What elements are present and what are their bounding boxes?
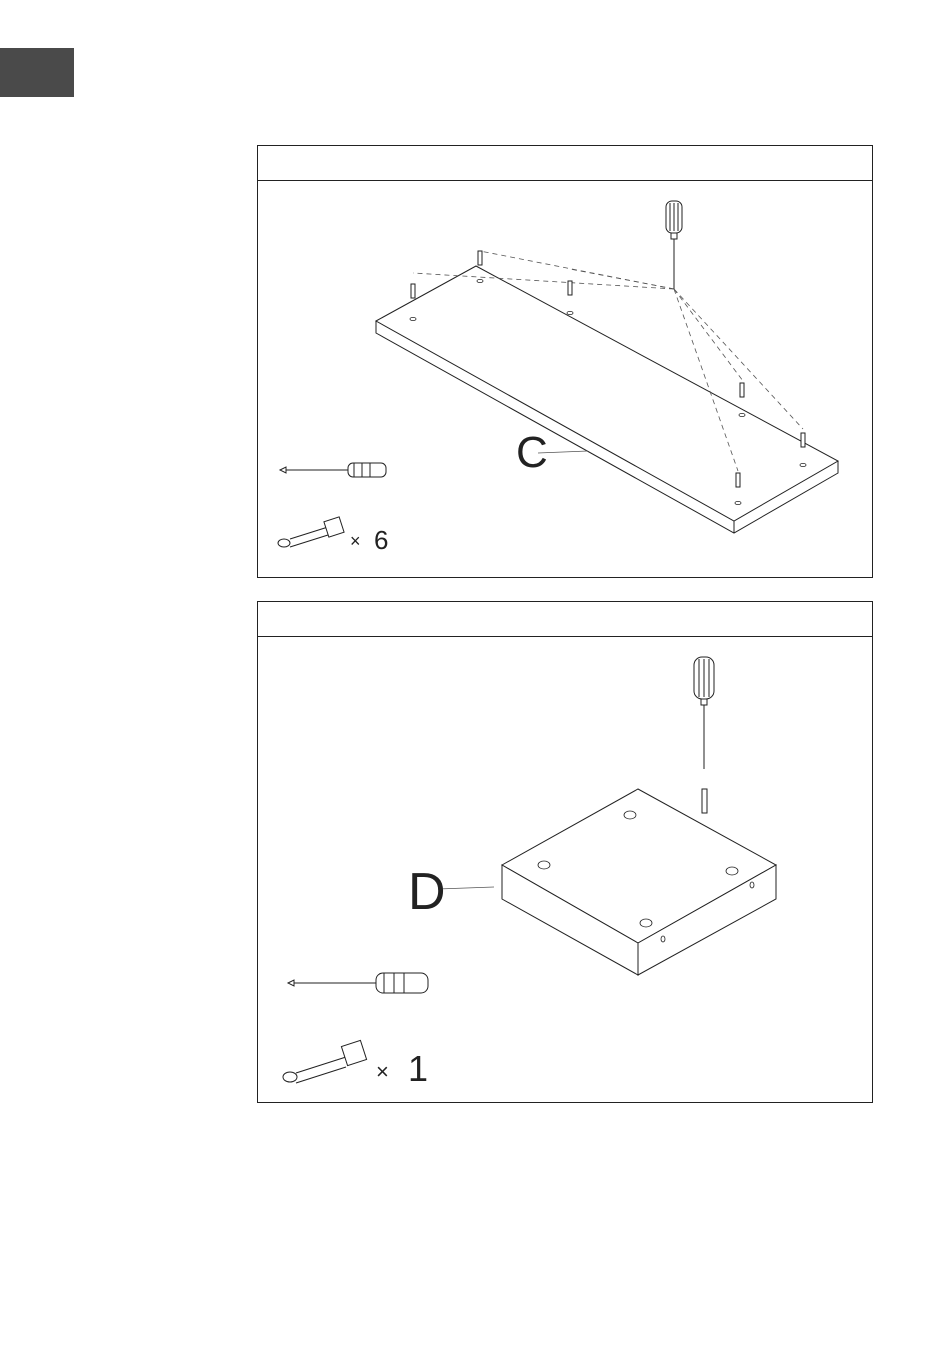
screwdriver-icon: [666, 201, 682, 289]
screwdriver-icon: [694, 657, 714, 813]
part-label-d: D: [408, 863, 446, 921]
part-label-c: C: [516, 428, 548, 477]
cam-bolt-tool-icon: [278, 517, 344, 547]
panel-c-diagram: C × 6: [258, 181, 872, 577]
step-1-panel: C × 6: [257, 145, 873, 578]
cam-bolt-tool-icon: [283, 1040, 367, 1083]
board-c-top: [376, 266, 838, 521]
screwdriver-tool-icon: [280, 463, 386, 477]
step-2-illustration: D × 1: [258, 637, 872, 1102]
screwdriver-tool-icon: [288, 973, 428, 993]
step-1-header: [258, 146, 872, 181]
bolt: [702, 789, 707, 813]
quantity-multiplier: ×: [350, 531, 361, 551]
quantity-value: 6: [374, 525, 388, 555]
step-2-panel: D × 1: [257, 601, 873, 1103]
panel-d-diagram: D × 1: [258, 637, 872, 1102]
step-2-header: [258, 602, 872, 637]
label-leader: [438, 887, 494, 889]
step-1-illustration: C × 6: [258, 181, 872, 577]
quantity-multiplier: ×: [376, 1059, 389, 1084]
language-tab: [0, 48, 74, 97]
quantity-value: 1: [408, 1048, 428, 1089]
